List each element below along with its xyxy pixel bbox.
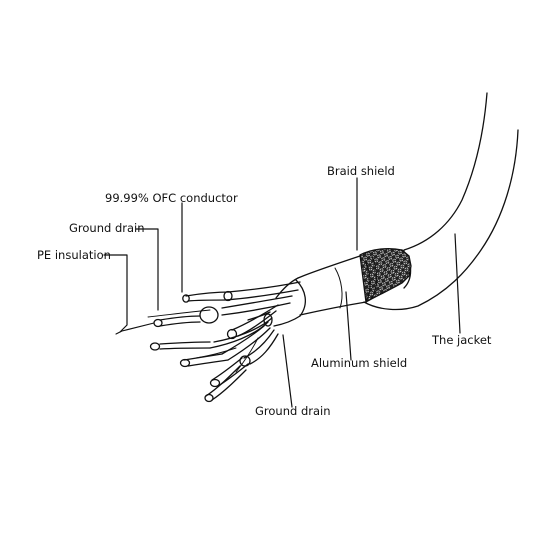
aluminum-shield-label: Aluminum shield: [311, 356, 408, 370]
ground-drain-top-label: Ground drain: [69, 221, 145, 235]
leader-lines: [103, 177, 461, 408]
ground-drain-bottom-label: Ground drain: [255, 404, 331, 418]
lower-wires: [149, 304, 279, 403]
ofc-conductor-label: 99.99% OFC conductor: [105, 191, 238, 205]
upper-wires: [115, 281, 301, 335]
aluminum-shield: [273, 255, 367, 327]
braid-shield-label: Braid shield: [327, 164, 395, 178]
braid-shield: [359, 248, 412, 303]
pe-insulation-label: PE insulation: [37, 248, 111, 262]
jacket-label: The jacket: [432, 333, 492, 347]
